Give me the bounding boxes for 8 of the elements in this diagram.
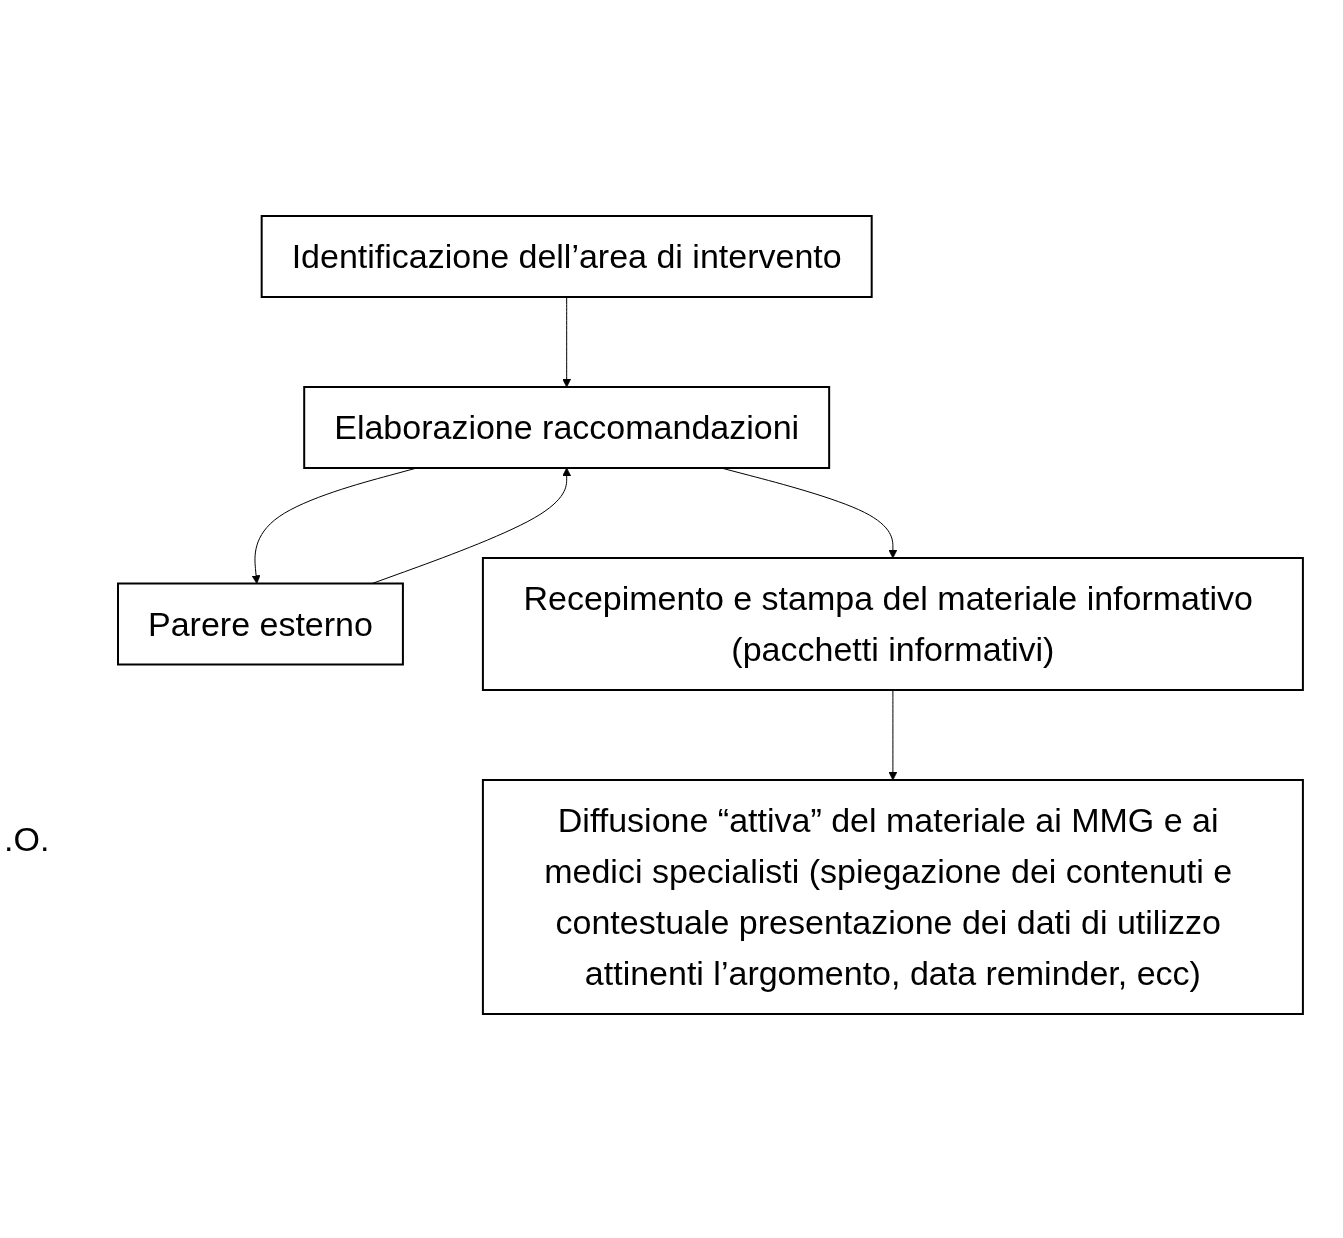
note-text: .O. [4,820,50,859]
node-box: Identificazione dell’area di intervento [260,215,873,298]
node-box: Parere esterno [116,582,404,666]
node-box: Diffusione “attiva” del materiale ai MMG e ai medici specialisti (spiegazione dei contenuti e contestuale presentazione dei dati di utilizzo attinenti l’argomento, data reminder, ecc) [481,779,1304,1015]
node-box: Elaborazione raccomandazioni [302,386,830,469]
arrow [561,296,571,388]
node-box: Recepimento e stampa del materiale informativo (pacchetti informativi) [481,557,1304,691]
arrow [888,689,897,781]
